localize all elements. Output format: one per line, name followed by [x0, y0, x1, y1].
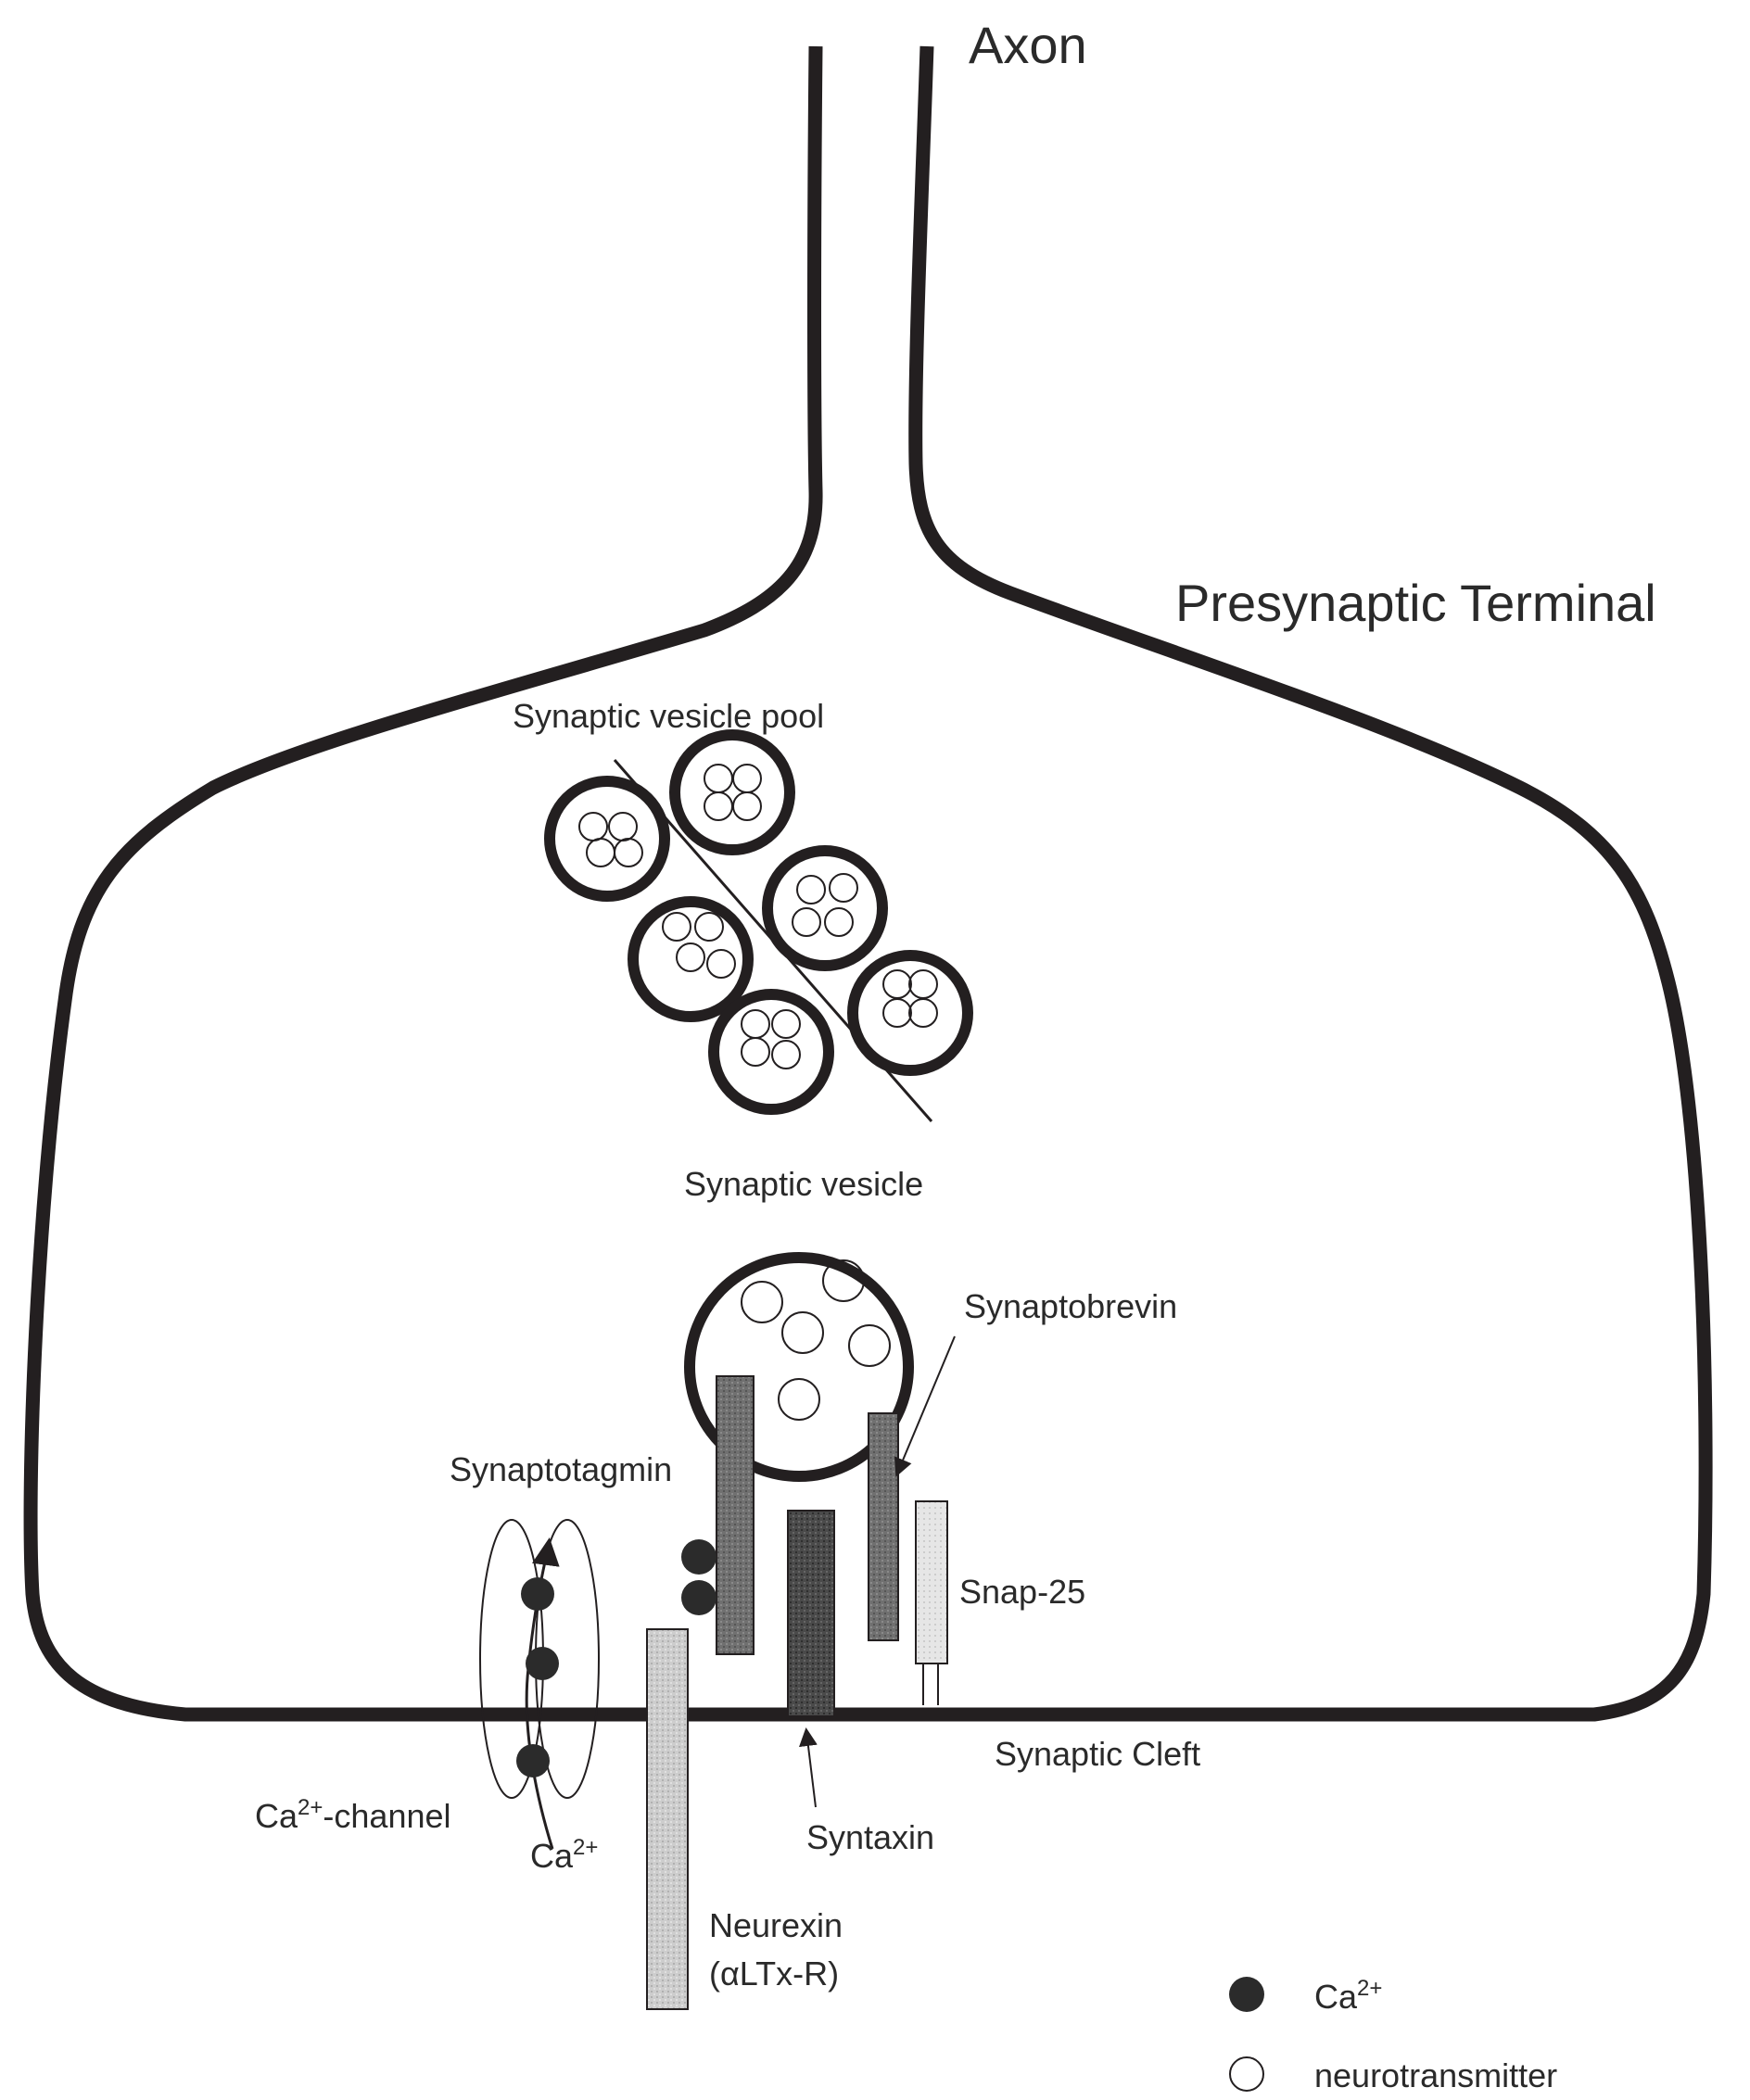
snap25-label: Snap-25 [959, 1573, 1085, 1611]
synaptotagmin-ca-ions [681, 1539, 716, 1615]
ca-channel-ions [516, 1577, 559, 1777]
neurexin-alt-label: (αLTx-R) [709, 1955, 839, 1992]
legend-neurotransmitter-swatch [1230, 2057, 1263, 2091]
pool-vesicle-6 [853, 955, 968, 1070]
legend-neurotransmitter-label: neurotransmitter [1314, 2056, 1557, 2094]
synaptic-vesicle-label: Synaptic vesicle [684, 1165, 923, 1203]
ca-channel-label: Ca2+-channel [255, 1795, 451, 1835]
synaptotagmin-label: Synaptotagmin [450, 1450, 672, 1488]
legend-ca-swatch [1229, 1977, 1264, 2012]
legend: Ca2+ neurotransmitter [1229, 1976, 1557, 2094]
syntaxin-label: Syntaxin [806, 1818, 934, 1856]
ca-ion-label: Ca2+ [530, 1835, 598, 1875]
synaptobrevin-label: Synaptobrevin [964, 1287, 1177, 1325]
pool-vesicle-1 [550, 781, 665, 896]
snap25-bar [916, 1501, 947, 1664]
pool-vesicle-3 [633, 902, 748, 1017]
vesicle-pool-label: Synaptic vesicle pool [513, 697, 824, 735]
synaptic-cleft-label: Synaptic Cleft [995, 1735, 1200, 1773]
vesicle-pool [550, 735, 968, 1109]
syntaxin-bar [788, 1511, 834, 1716]
axon-label: Axon [969, 16, 1087, 74]
synaptobrevin-bar [869, 1413, 898, 1640]
neurexin-label: Neurexin [709, 1906, 843, 1944]
pool-vesicle-4 [767, 851, 882, 966]
synaptotagmin-bar [716, 1376, 754, 1654]
presynaptic-terminal-label: Presynaptic Terminal [1175, 574, 1656, 632]
pool-vesicle-5 [714, 994, 829, 1109]
legend-ca-label: Ca2+ [1314, 1976, 1382, 2016]
pool-vesicle-2 [675, 735, 790, 850]
neurexin-bar [647, 1629, 688, 2009]
syntaxin-pointer [806, 1731, 816, 1807]
